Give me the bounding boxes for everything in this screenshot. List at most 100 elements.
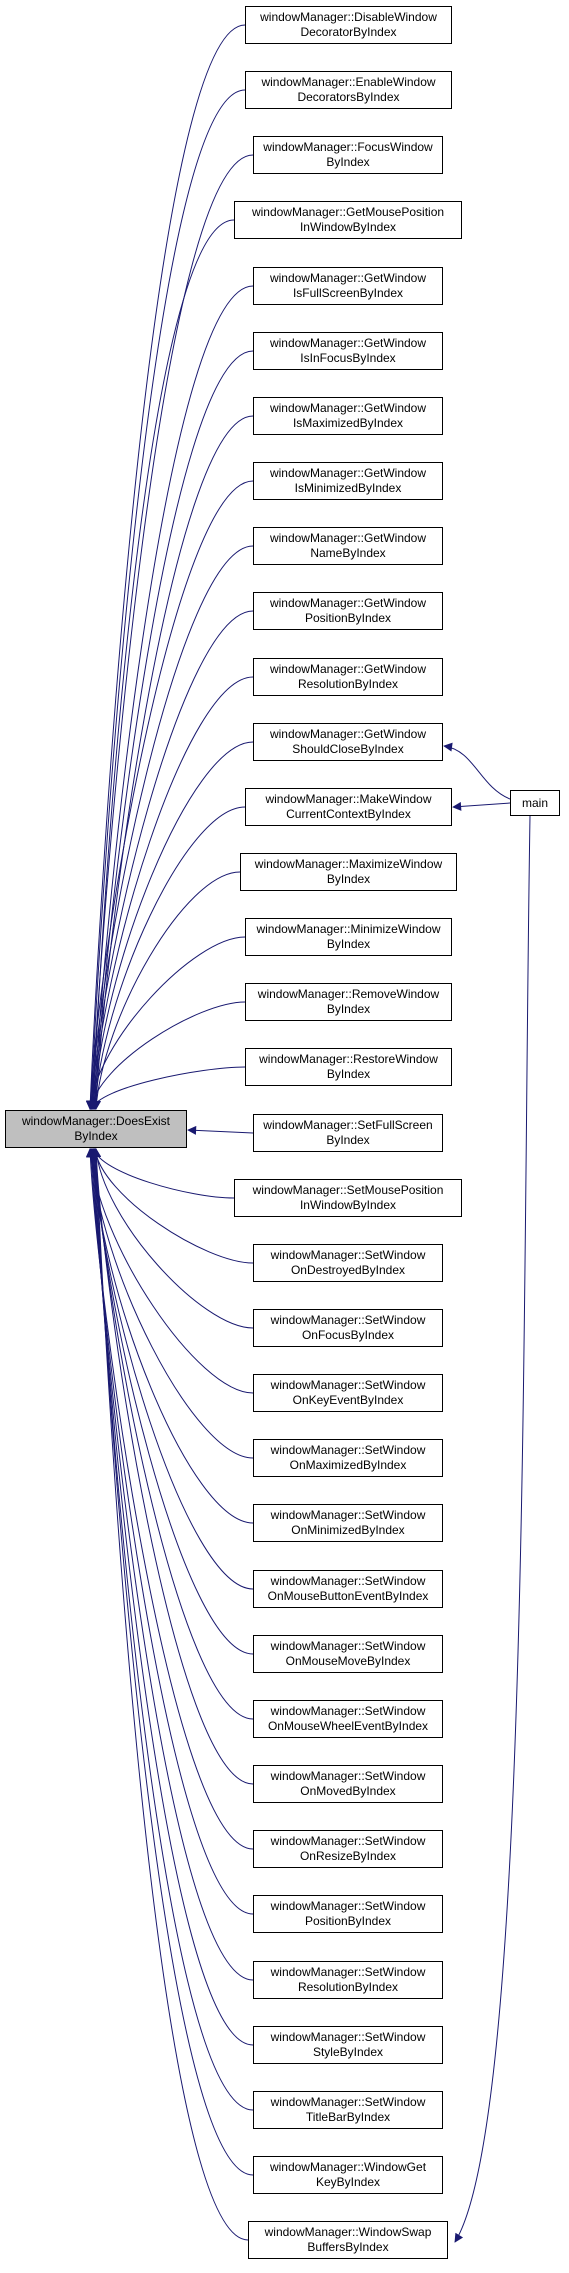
caller-node-label-line1: windowManager::SetWindow bbox=[270, 1508, 426, 1522]
edge-caller-to-focus bbox=[85, 480, 254, 1110]
edge-caller-to-focus bbox=[92, 871, 241, 1110]
caller-node-label-line1: windowManager::GetWindow bbox=[269, 662, 427, 676]
main-node[interactable]: main bbox=[510, 790, 560, 816]
edge-caller-to-focus bbox=[85, 1148, 254, 1850]
edge-caller-to-focus bbox=[87, 1001, 246, 1110]
edge-caller-to-focus bbox=[187, 1125, 254, 1135]
caller-node-label-line1: windowManager::SetWindow bbox=[270, 1639, 426, 1653]
edge-caller-to-focus bbox=[91, 1148, 254, 1264]
caller-node-label-line1: windowManager::RestoreWindow bbox=[259, 1052, 438, 1066]
caller-node-label-line1: windowManager::FocusWindow bbox=[263, 140, 433, 154]
caller-node-label-line2: OnMouseWheelEventByIndex bbox=[267, 1719, 429, 1733]
edge-caller-to-focus bbox=[88, 219, 235, 1110]
caller-node-label-line1: windowManager::SetWindow bbox=[270, 1313, 426, 1327]
caller-node-label-line1: windowManager::SetWindow bbox=[270, 1834, 426, 1848]
caller-node-label-line2: InWindowByIndex bbox=[299, 1198, 397, 1212]
caller-node-label-line1: windowManager::SetWindow bbox=[270, 2030, 426, 2044]
caller-node-label-line1: windowManager::MaximizeWindow bbox=[254, 857, 443, 871]
caller-node-label-line2: ByIndex bbox=[326, 1067, 371, 1081]
caller-node-label-line2: IsMinimizedByIndex bbox=[294, 481, 402, 495]
edge-caller-to-focus bbox=[87, 154, 254, 1110]
caller-node-label-line1: windowManager::GetWindow bbox=[269, 531, 427, 545]
caller-node-label-line2: OnMovedByIndex bbox=[300, 1784, 396, 1798]
caller-node-label-line1: windowManager::MakeWindow bbox=[265, 792, 432, 806]
edge-caller-to-focus bbox=[90, 806, 246, 1110]
caller-node-label-line2: KeyByIndex bbox=[315, 2175, 381, 2189]
edge-caller-to-focus bbox=[86, 89, 246, 1110]
edge-caller-to-focus bbox=[86, 936, 246, 1110]
edge-caller-to-focus bbox=[88, 676, 254, 1110]
caller-node-label-line1: windowManager::SetWindow bbox=[270, 1704, 426, 1718]
edge-caller-to-focus bbox=[89, 1066, 246, 1110]
caller-node-label-line2: ShouldCloseByIndex bbox=[292, 742, 404, 756]
edge-caller-to-focus bbox=[91, 1148, 249, 2241]
caller-node-label-line2: ByIndex bbox=[326, 155, 370, 169]
focus-node-doesexistbyindex[interactable]: windowManager::DoesExist ByIndex bbox=[5, 1110, 187, 1148]
edge-caller-to-focus bbox=[90, 1148, 254, 2176]
focus-node-label-line2: ByIndex bbox=[74, 1129, 118, 1143]
caller-node-label-line2: TitleBarByIndex bbox=[305, 2110, 391, 2124]
caller-node-label-line1: windowManager::SetWindow bbox=[270, 1899, 426, 1913]
caller-node-label-line2: ByIndex bbox=[326, 872, 371, 886]
caller-node-label-line1: windowManager::GetMousePosition bbox=[251, 205, 445, 219]
caller-node-label-line2: IsInFocusByIndex bbox=[300, 351, 396, 365]
caller-node-label-line1: windowManager::MinimizeWindow bbox=[256, 922, 441, 936]
caller-node-label-line2: NameByIndex bbox=[310, 546, 386, 560]
caller-node-label-line2: PositionByIndex bbox=[304, 611, 392, 625]
edge-caller-to-focus bbox=[87, 610, 254, 1110]
caller-node-label-line1: windowManager::SetWindow bbox=[270, 1574, 426, 1588]
edge-caller-to-focus bbox=[91, 1148, 235, 1199]
edge-caller-to-focus bbox=[86, 545, 254, 1110]
edge-caller-to-focus bbox=[92, 1148, 254, 1329]
edge-caller-to-focus bbox=[85, 24, 246, 1110]
caller-node-label-line1: windowManager::GetWindow bbox=[269, 336, 427, 350]
caller-node-label-line2: StyleByIndex bbox=[312, 2045, 384, 2059]
caller-node-label-line1: windowManager::SetWindow bbox=[270, 1769, 426, 1783]
caller-node-label-line2: DecoratorsByIndex bbox=[297, 90, 400, 104]
caller-node-label-line2: IsMaximizedByIndex bbox=[292, 416, 404, 430]
edge-caller-to-focus bbox=[88, 1148, 254, 1590]
caller-node-label-line2: ByIndex bbox=[326, 1133, 370, 1147]
caller-node-label-line2: BuffersByIndex bbox=[307, 2240, 389, 2254]
caller-node-label-line2: OnMouseMoveByIndex bbox=[285, 1654, 411, 1668]
focus-node-label-line1: windowManager::DoesExist bbox=[21, 1114, 171, 1128]
edge-caller-to-focus bbox=[89, 741, 254, 1110]
edge-caller-to-focus bbox=[89, 1148, 254, 2111]
